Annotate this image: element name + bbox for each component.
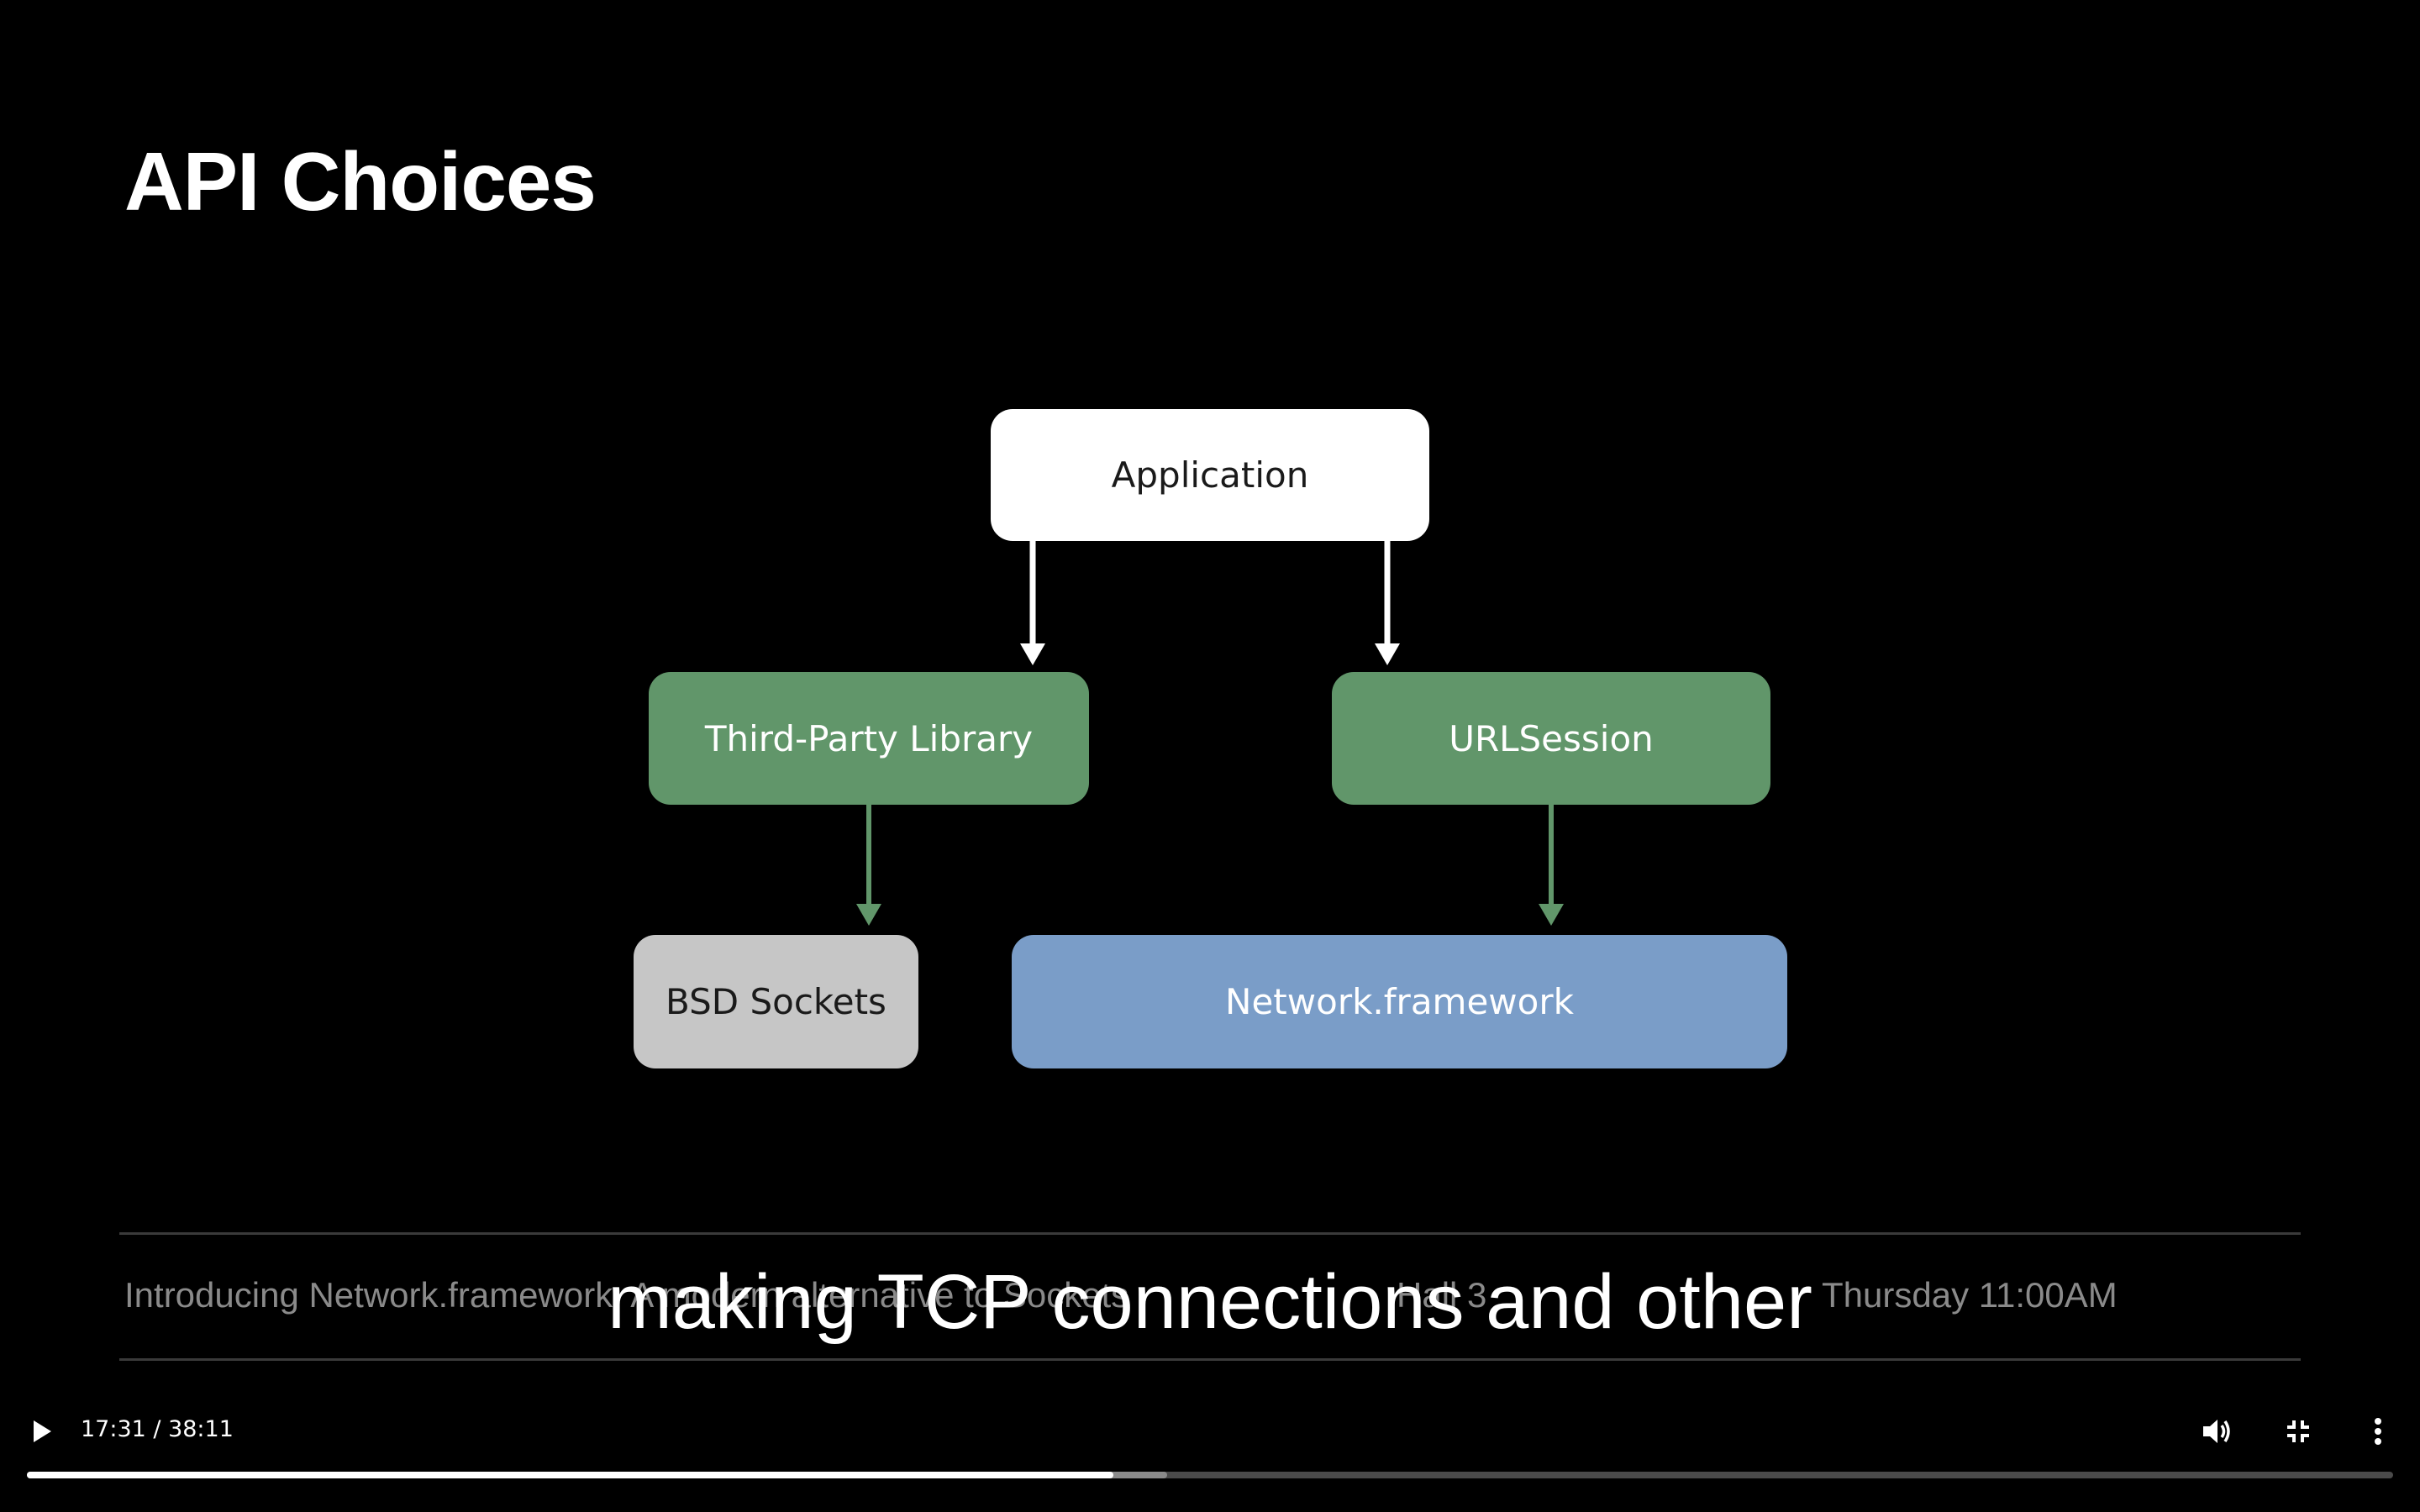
urlsession-label: URLSession [1449, 717, 1654, 759]
arrow-app-to-urlsession [1375, 541, 1400, 665]
arrow-third-party-to-bsd [856, 805, 881, 926]
application-label: Application [1111, 454, 1309, 496]
subtitle-caption: making TCP connections and other [608, 1259, 1812, 1345]
exit-fullscreen-icon [2287, 1420, 2309, 1442]
session-title: Introducing Network.framework: A modern … [124, 1275, 1129, 1315]
arrow-urlsession-to-network-framework [1539, 805, 1564, 926]
exit-fullscreen-button[interactable] [2281, 1415, 2316, 1448]
arrow-app-to-third-party [1020, 541, 1045, 665]
volume-button[interactable] [2198, 1413, 2237, 1450]
application-box: Application [991, 409, 1429, 541]
third-party-library-label: Third-Party Library [704, 717, 1034, 759]
network-framework-label: Network.framework [1225, 981, 1574, 1022]
more-options-icon [2375, 1418, 2381, 1445]
session-room: Hall 3 [1397, 1275, 1487, 1315]
more-options-button[interactable] [2363, 1413, 2393, 1450]
play-icon [34, 1420, 51, 1442]
third-party-library-box: Third-Party Library [649, 672, 1089, 805]
bsd-sockets-label: BSD Sockets [666, 981, 886, 1022]
volume-icon [2203, 1420, 2230, 1443]
slide-title: API Choices [124, 135, 597, 228]
urlsession-box: URLSession [1332, 672, 1770, 805]
network-framework-box: Network.framework [1012, 935, 1787, 1068]
bsd-sockets-box: BSD Sockets [634, 935, 918, 1068]
play-button[interactable] [24, 1415, 60, 1448]
time-display: 17:31 / 38:11 [81, 1416, 234, 1442]
progress-played [27, 1472, 1113, 1478]
progress-bar[interactable] [27, 1472, 2393, 1478]
session-time: Thursday 11:00AM [1822, 1275, 2118, 1315]
session-bottom-divider [119, 1358, 2301, 1361]
session-top-divider [119, 1232, 2301, 1235]
player-controls [0, 1394, 2420, 1512]
